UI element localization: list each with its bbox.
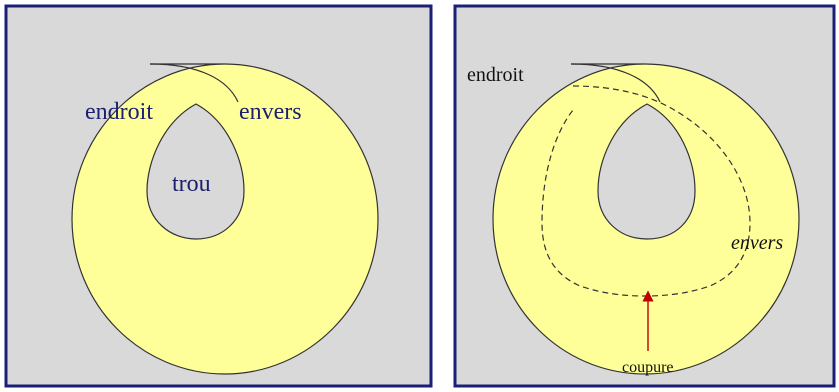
right-label-envers: envers: [731, 232, 783, 254]
left-panel: endroit envers trou: [4, 4, 433, 388]
left-label-trou: trou: [172, 171, 211, 197]
left-label-endroit: endroit: [85, 99, 153, 125]
right-fold-curve: [570, 63, 661, 103]
right-hole: [597, 103, 696, 240]
right-label-coupure: coupure: [622, 359, 674, 376]
right-label-endroit: endroit: [467, 64, 524, 86]
right-panel: endroit envers coupure: [453, 4, 836, 388]
left-label-envers: envers: [239, 99, 302, 125]
right-cut-line: [541, 85, 751, 297]
left-fold-curve: [149, 63, 239, 103]
left-hole: [146, 103, 245, 240]
